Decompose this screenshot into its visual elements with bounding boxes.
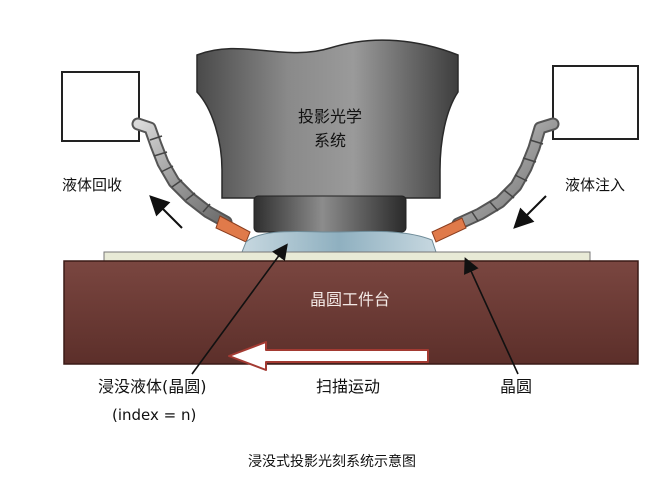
wafer-label: 晶圆 <box>500 377 532 396</box>
wafer-stage <box>63 260 639 365</box>
immersion-liquid <box>241 230 437 253</box>
projection-lens-bottom <box>253 195 407 233</box>
recovery-flow-arrow <box>149 195 183 229</box>
injection-tube <box>431 117 560 243</box>
wafer <box>103 251 591 262</box>
figure-caption: 浸没式投影光刻系统示意图 <box>248 453 416 470</box>
liquid-leader-line <box>191 243 288 375</box>
projection-lens-body <box>196 39 459 199</box>
scan-motion-arrow <box>228 341 429 371</box>
scan-label: 扫描运动 <box>316 377 380 396</box>
optics-label-line2: 系统 <box>314 131 346 150</box>
recovery-nozzle <box>215 215 251 243</box>
recovery-unit-box <box>61 71 140 142</box>
injection-unit-box <box>552 65 639 140</box>
injection-nozzle <box>431 217 467 243</box>
injection-flow-arrow <box>513 195 547 229</box>
optics-label-line1: 投影光学 <box>298 107 362 126</box>
recovery-tube <box>131 117 251 243</box>
stage-label: 晶圆工件台 <box>310 290 390 309</box>
liquid-label: 浸没液体(晶圆) <box>98 377 207 396</box>
wafer-leader-line <box>464 257 519 375</box>
recovery-label: 液体回收 <box>62 176 122 194</box>
index-label: (index = n) <box>112 406 196 424</box>
injection-label: 液体注入 <box>565 176 625 194</box>
